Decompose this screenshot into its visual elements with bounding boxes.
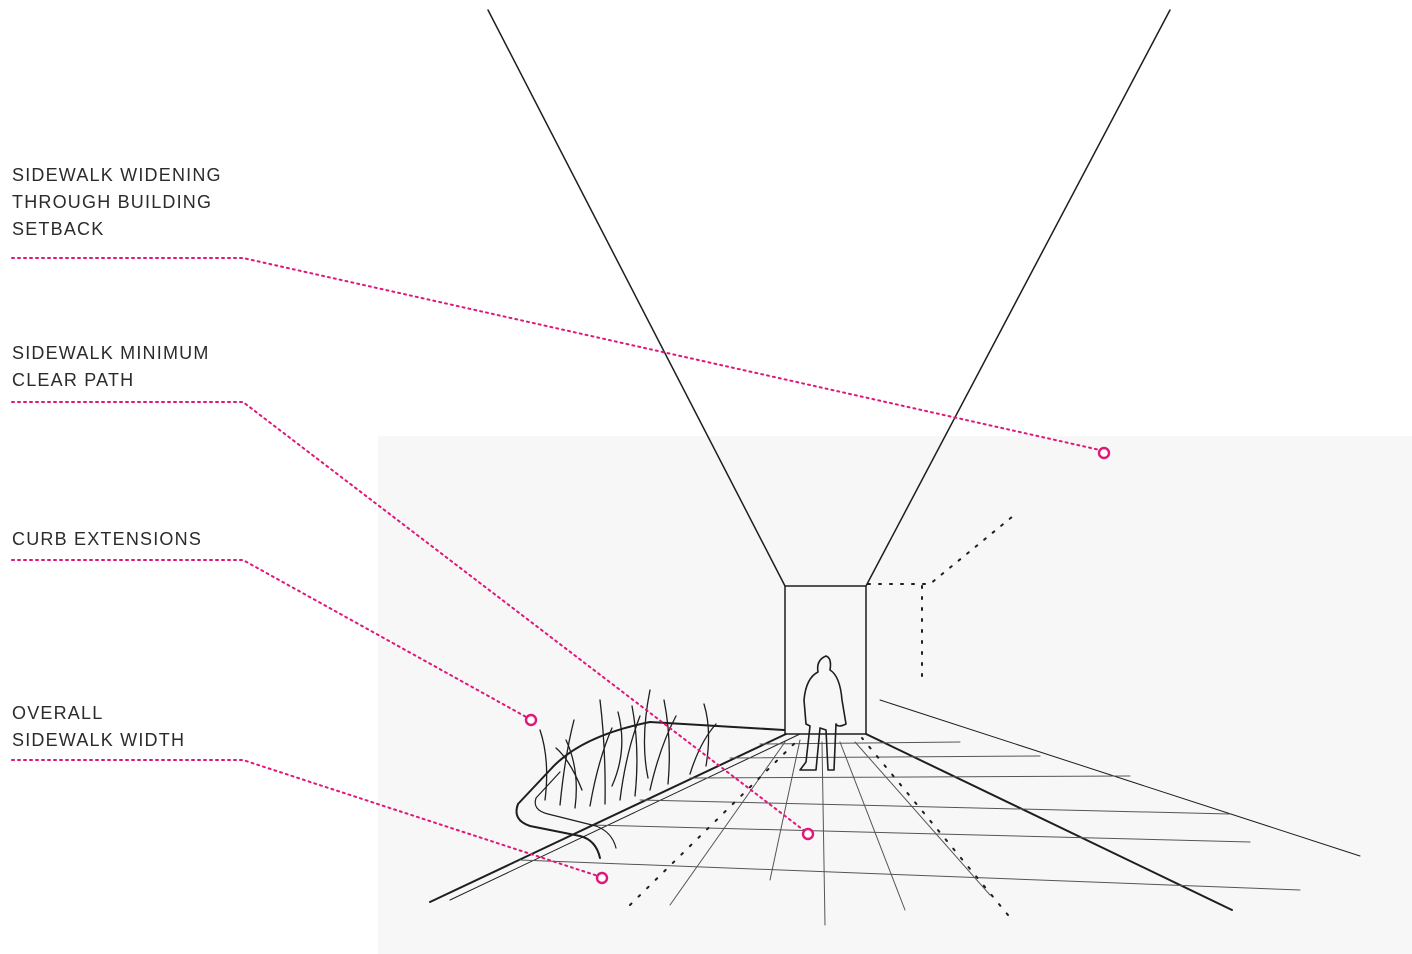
marker-minimum-clear-path	[803, 829, 813, 839]
leader-line-sidewalk-widening	[12, 258, 1100, 450]
sketch-paper-background	[378, 436, 1412, 954]
marker-overall-width	[597, 873, 607, 883]
marker-sidewalk-widening	[1099, 448, 1109, 458]
marker-curb-extensions	[526, 715, 536, 725]
